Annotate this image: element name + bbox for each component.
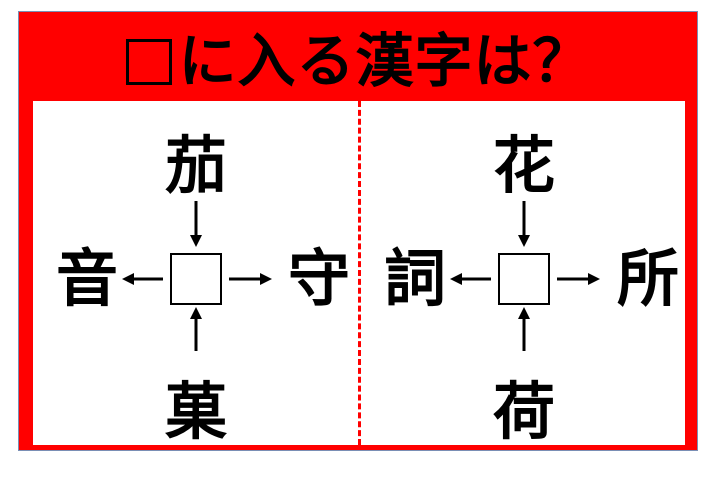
puzzle-panel: 茄 菓 音 守 花 荷 詞 所 [33,101,685,448]
title-text: に入る漢字は？ [178,27,592,95]
kanji-bottom: 菓 [164,375,227,448]
answer-box [498,253,550,305]
kanji-top: 花 [492,129,555,202]
title: に入る漢字は？ [19,26,699,96]
kanji-left: 詞 [383,242,446,315]
kanji-right: 所 [616,242,679,315]
kanji-right: 守 [287,242,350,315]
blank-box-icon [126,39,173,85]
dashed-divider [358,101,361,445]
kanji-left: 音 [55,242,118,315]
kanji-bottom: 荷 [492,375,555,448]
answer-box [170,253,222,305]
arrows [122,201,600,351]
kanji-top: 茄 [164,129,227,202]
puzzle-frame: に入る漢字は？ 茄 菓 音 守 花 荷 詞 所 [18,11,698,451]
